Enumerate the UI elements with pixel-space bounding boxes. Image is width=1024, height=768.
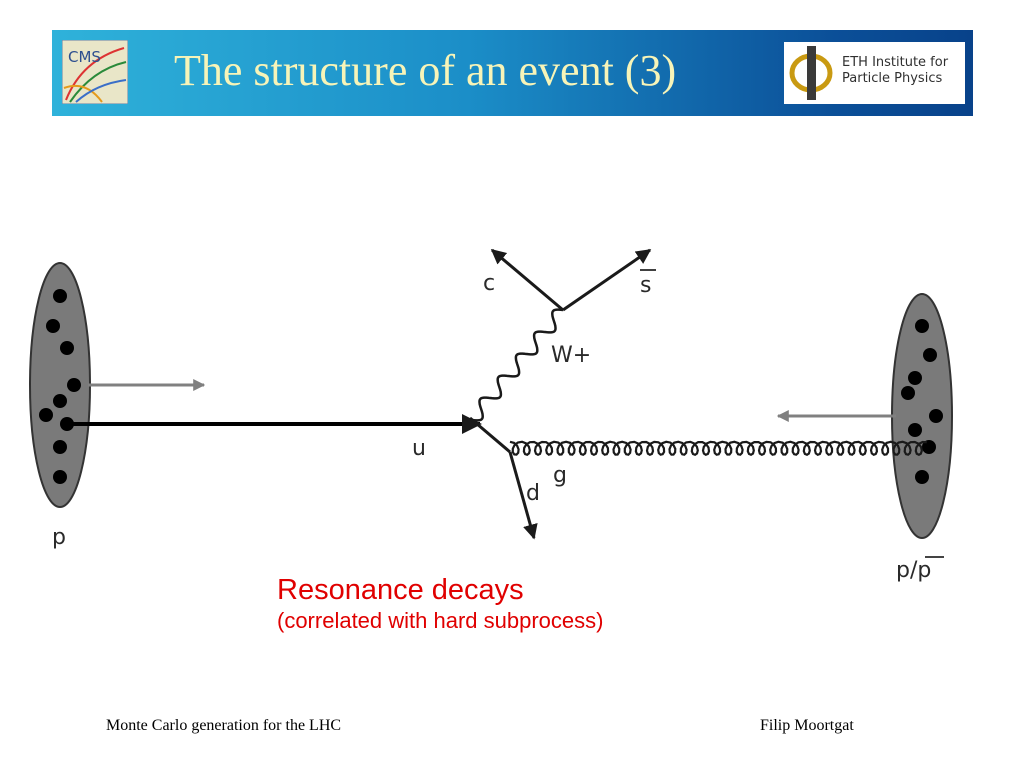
w-boson-line [471, 308, 564, 422]
label-quark-c: c [483, 271, 495, 296]
eth-logo: ETH Institute for Particle Physics [784, 42, 965, 104]
label-quark-u: u [412, 436, 426, 461]
caption: Resonance decays (correlated with hard s… [277, 573, 603, 635]
label-proton-left: p [52, 525, 66, 550]
eth-logo-text: ETH Institute for Particle Physics [842, 55, 948, 87]
gluon-line [509, 440, 927, 457]
phi-icon [789, 46, 833, 100]
label-proton-right: p/p [896, 558, 931, 583]
caption-subtitle: (correlated with hard subprocess) [277, 608, 604, 633]
label-quark-d: d [526, 481, 540, 506]
page-title: The structure of an event (3) [174, 46, 677, 95]
footer-right: Filip Moortgat [760, 717, 854, 734]
antiquark-s-line [562, 248, 652, 312]
eth-logo-line2: Particle Physics [842, 71, 943, 86]
label-antiquark-s: s [640, 273, 651, 298]
title-bar: CMS The structure of an event (3) ETH In… [52, 30, 973, 116]
propagator-line [469, 416, 511, 454]
label-gluon: g [553, 463, 567, 488]
label-w-boson: W+ [551, 343, 591, 368]
quark-d-line [508, 451, 538, 540]
eth-logo-line1: ETH Institute for [842, 55, 949, 70]
quark-c-line [490, 248, 564, 312]
cms-logo-text: CMS [68, 48, 101, 66]
cms-logo: CMS [62, 40, 128, 104]
label-proton-right-bar: p [917, 558, 931, 583]
footer-left: Monte Carlo generation for the LHC [106, 717, 342, 734]
caption-title: Resonance decays [277, 574, 524, 606]
proton-right-partons [901, 319, 943, 484]
proton-left-partons [39, 289, 81, 484]
